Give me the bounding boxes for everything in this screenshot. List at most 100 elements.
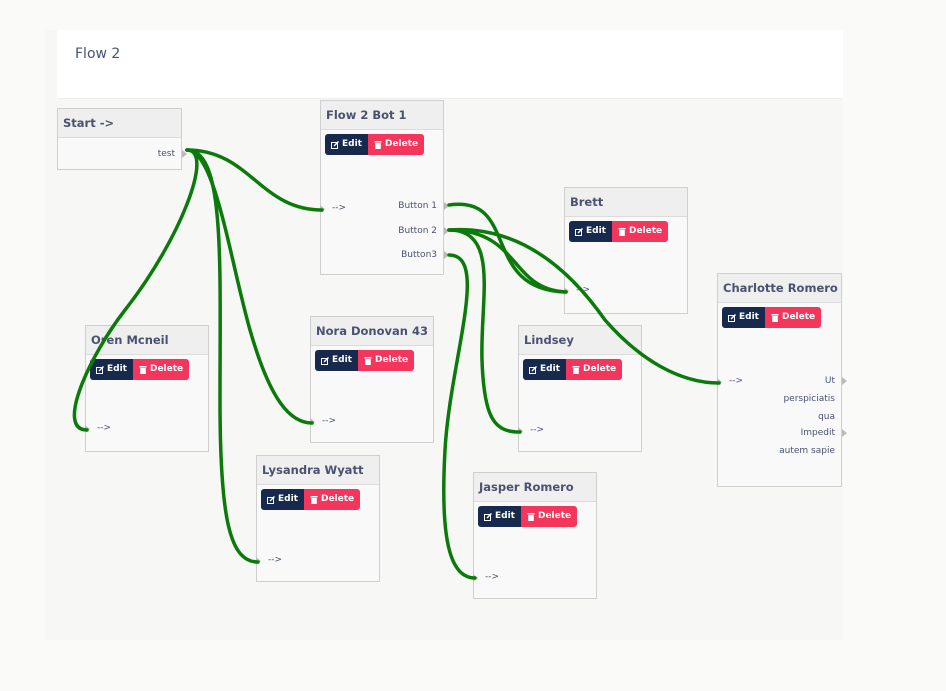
edit-label: Edit xyxy=(739,312,759,322)
input-port[interactable] xyxy=(518,427,523,435)
node-actions: Edit Delete xyxy=(261,489,361,510)
input-label: --> xyxy=(729,376,744,386)
flow-node-start[interactable]: Start -> test xyxy=(57,108,187,170)
input-port[interactable] xyxy=(473,574,478,582)
delete-button[interactable]: Delete xyxy=(764,307,822,328)
flow-node-lindsey[interactable]: Lindsey Edit Delete --> xyxy=(518,325,642,452)
delete-button[interactable]: Delete xyxy=(611,221,669,242)
input-label: --> xyxy=(576,285,591,295)
delete-label: Delete xyxy=(384,139,419,149)
node-title[interactable]: Nora Donovan 43 xyxy=(311,317,433,346)
node-actions: Edit Delete xyxy=(722,307,822,328)
edit-icon xyxy=(484,512,492,521)
edit-icon xyxy=(321,356,329,365)
input-port[interactable] xyxy=(85,425,90,433)
output-label: Ut perspiciatis qua xyxy=(783,376,835,422)
node-title[interactable]: Flow 2 Bot 1 xyxy=(321,101,443,130)
flow-node-nora-donovan-43[interactable]: Nora Donovan 43 Edit Delete --> xyxy=(310,316,434,443)
trash-icon xyxy=(618,227,626,236)
node-actions: Edit Delete xyxy=(478,506,578,527)
page-title: Flow 2 xyxy=(75,46,121,62)
node-actions: Edit Delete xyxy=(90,359,190,380)
node-title[interactable]: Jasper Romero xyxy=(474,473,596,502)
edit-label: Edit xyxy=(278,494,298,504)
trash-icon xyxy=(139,365,147,374)
edit-button[interactable]: Edit xyxy=(315,350,358,371)
input-port[interactable] xyxy=(310,418,315,426)
delete-button[interactable]: Delete xyxy=(303,489,361,510)
edit-button[interactable]: Edit xyxy=(325,134,368,155)
edit-button[interactable]: Edit xyxy=(722,307,765,328)
delete-button[interactable]: Delete xyxy=(520,506,578,527)
input-label: --> xyxy=(268,555,283,565)
delete-label: Delete xyxy=(628,226,663,236)
edit-label: Edit xyxy=(342,139,362,149)
node-actions: Edit Delete xyxy=(523,359,623,380)
delete-button[interactable]: Delete xyxy=(367,134,425,155)
trash-icon xyxy=(364,356,372,365)
delete-label: Delete xyxy=(149,364,184,374)
flow-node-brett[interactable]: Brett Edit Delete --> xyxy=(564,187,688,314)
output-label: test xyxy=(157,149,175,159)
input-label: --> xyxy=(332,203,347,213)
input-port[interactable] xyxy=(320,205,325,213)
delete-label: Delete xyxy=(537,511,572,521)
trash-icon xyxy=(771,313,779,322)
flow-node-lysandra-wyatt[interactable]: Lysandra Wyatt Edit Delete --> xyxy=(256,455,380,582)
edit-label: Edit xyxy=(107,364,127,374)
output-label: Button3 xyxy=(401,250,437,260)
edit-button[interactable]: Edit xyxy=(569,221,612,242)
edit-label: Edit xyxy=(495,511,515,521)
input-label: --> xyxy=(485,572,500,582)
output-port[interactable] xyxy=(444,226,449,235)
edit-label: Edit xyxy=(540,364,560,374)
output-label: Button 1 xyxy=(398,201,437,211)
edit-label: Edit xyxy=(586,226,606,236)
node-title[interactable]: Lysandra Wyatt xyxy=(257,456,379,485)
edit-button[interactable]: Edit xyxy=(90,359,133,380)
output-port[interactable] xyxy=(444,251,449,259)
edit-label: Edit xyxy=(332,355,352,365)
node-title[interactable]: Charlotte Romero xyxy=(718,274,841,303)
trash-icon xyxy=(310,495,318,504)
output-port[interactable] xyxy=(182,150,187,158)
input-port[interactable] xyxy=(564,287,569,295)
edit-button[interactable]: Edit xyxy=(523,359,566,380)
trash-icon xyxy=(374,140,382,149)
flow-node-jasper-romero[interactable]: Jasper Romero Edit Delete --> xyxy=(473,472,597,599)
output-port[interactable] xyxy=(842,377,847,385)
input-label: --> xyxy=(322,416,337,426)
edit-icon xyxy=(575,227,583,236)
node-title[interactable]: Brett xyxy=(565,188,687,217)
flow-node-charlotte-romero[interactable]: Charlotte Romero Edit Delete --> Ut persp… xyxy=(717,273,847,487)
delete-button[interactable]: Delete xyxy=(132,359,190,380)
flow-node-flow-2-bot-1[interactable]: Flow 2 Bot 1 Edit Delete --> Button 1 Butt… xyxy=(320,100,449,275)
edit-icon xyxy=(331,140,339,149)
input-port[interactable] xyxy=(256,557,261,565)
trash-icon xyxy=(527,512,535,521)
input-label: --> xyxy=(97,423,112,433)
output-port[interactable] xyxy=(444,202,449,210)
edit-icon xyxy=(267,495,275,504)
output-port[interactable] xyxy=(842,429,847,437)
node-title[interactable]: Oren Mcneil xyxy=(86,326,208,355)
node-actions: Edit Delete xyxy=(315,350,415,371)
output-label: Button 2 xyxy=(398,225,437,236)
edit-button[interactable]: Edit xyxy=(478,506,521,527)
trash-icon xyxy=(572,365,580,374)
node-actions: Edit Delete xyxy=(569,221,669,242)
delete-button[interactable]: Delete xyxy=(357,350,415,371)
node-actions: Edit Delete xyxy=(325,134,425,155)
input-port[interactable] xyxy=(717,378,722,386)
input-label: --> xyxy=(530,425,545,435)
delete-button[interactable]: Delete xyxy=(565,359,623,380)
output-label: Impedit autem sapie xyxy=(779,428,835,456)
delete-label: Delete xyxy=(374,355,409,365)
delete-label: Delete xyxy=(582,364,617,374)
node-title[interactable]: Lindsey xyxy=(519,326,641,355)
node-title[interactable]: Start -> xyxy=(58,109,181,138)
flow-node-oren-mcneil[interactable]: Oren Mcneil Edit Delete --> xyxy=(85,325,209,452)
edit-button[interactable]: Edit xyxy=(261,489,304,510)
edit-icon xyxy=(728,313,736,322)
edit-icon xyxy=(529,365,537,374)
